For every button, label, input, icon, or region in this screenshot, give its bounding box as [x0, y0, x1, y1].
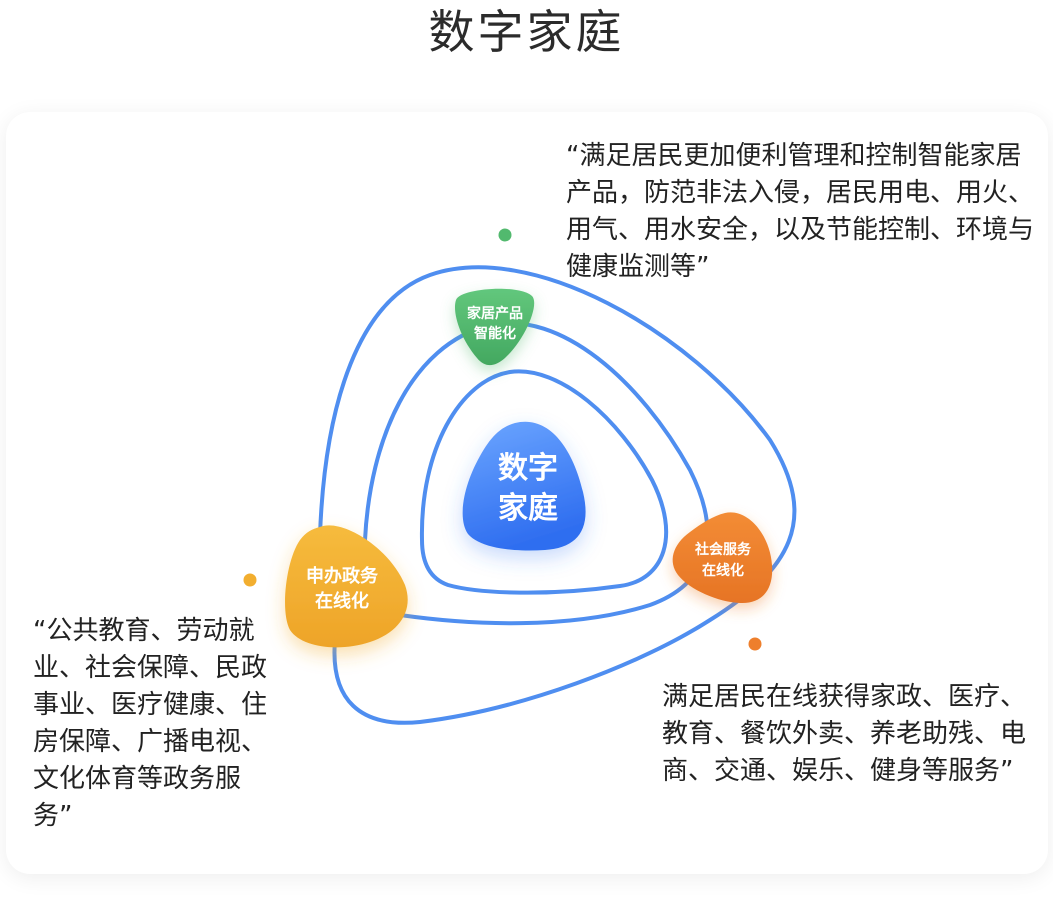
node-government-line2: 在线化	[315, 590, 369, 612]
description-social-services: 满足居民在线获得家政、医疗、教育、餐饮外卖、养老助残、电商、交通、娱乐、健身等服…	[662, 682, 1027, 786]
center-node	[462, 421, 586, 551]
inner-ring	[419, 369, 669, 595]
middle-ring	[361, 321, 710, 626]
node-social-services	[672, 512, 773, 604]
description-government: “公共教育、劳动就业、社会保障、民政事业、医疗健康、住房保障、广播电视、文化体育…	[33, 616, 268, 831]
center-label-line1: 数字	[498, 451, 558, 486]
node-smart-home-line2: 智能化	[473, 325, 516, 342]
outer-ring	[317, 265, 797, 725]
page-title: 数字家庭	[428, 5, 625, 59]
node-social-services-line2: 在线化	[702, 562, 744, 579]
orange-dot	[748, 637, 762, 651]
center-label-line2: 家庭	[498, 491, 558, 526]
description-smart-home: “满足居民更加便利管理和控制智能家居产品，防范非法入侵，居民用电、用火、用气、用…	[566, 141, 1035, 282]
node-smart-home-line1: 家居产品	[467, 305, 523, 322]
node-government	[285, 525, 408, 648]
node-smart-home	[454, 288, 535, 366]
node-social-services-line1: 社会服务	[694, 541, 752, 558]
yellow-dot	[243, 573, 257, 587]
node-government-line1: 申办政务	[306, 565, 379, 587]
green-dot	[498, 228, 512, 242]
